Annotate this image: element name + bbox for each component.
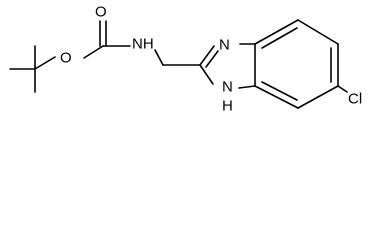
bond-c3a-c4 xyxy=(254,19,299,45)
bond-c2-n3-a xyxy=(199,45,215,66)
atom-ring-nh-h: H xyxy=(222,98,233,115)
bond-tbu-o xyxy=(34,56,56,70)
bond-c7-c7a xyxy=(254,85,299,109)
bond-nh-ch2 xyxy=(154,49,164,66)
structure-canvas: O O NH N N H Cl xyxy=(9,4,362,115)
molecule-drawing: O O NH N N H Cl xyxy=(9,4,362,115)
atom-amine: NH xyxy=(132,36,154,53)
bond-c7a-n1 xyxy=(238,85,256,89)
bond-o-carbonyl-c xyxy=(83,45,104,59)
bond-c6-c7 xyxy=(297,85,339,109)
bond-c6-cl xyxy=(337,85,348,93)
atom-ring-nitrogen: N xyxy=(219,37,230,54)
atom-carbonyl-oxygen: O xyxy=(95,4,107,21)
bond-c4-c5 xyxy=(297,19,339,45)
bond-c7-c7a-inner xyxy=(261,81,298,101)
atom-chlorine: Cl xyxy=(348,91,362,108)
bond-n1-c2 xyxy=(199,64,214,85)
atom-ring-nh-n: N xyxy=(222,79,233,96)
atom-ester-oxygen: O xyxy=(60,50,72,67)
bond-c3a-c4-inner xyxy=(261,27,298,49)
bond-c2-n3-b xyxy=(205,50,219,68)
